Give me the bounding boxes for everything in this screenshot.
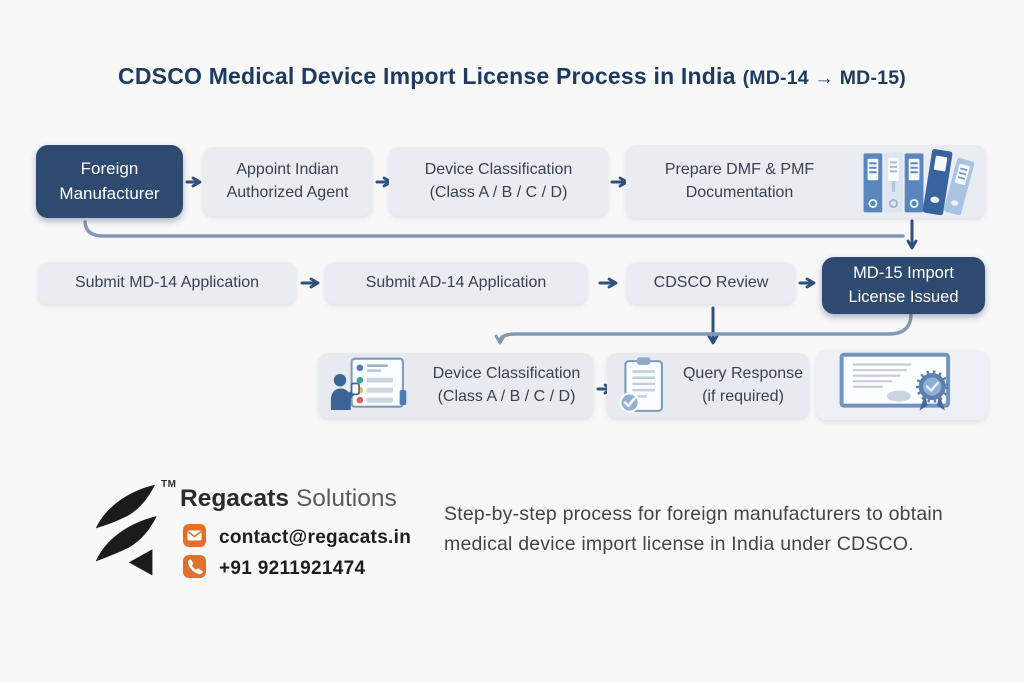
title-main: CDSCO Medical Device Import License Proc… xyxy=(118,63,736,89)
connector-row1-to-row2 xyxy=(83,220,905,238)
step-device-classification: Device Classification (Class A / B / C /… xyxy=(389,147,608,216)
description-line: Step-by-step process for foreign manufac… xyxy=(444,503,943,525)
contact-email: contact@regacats.in xyxy=(219,527,412,548)
envelope-icon xyxy=(183,524,206,552)
contact-email-row: contact@regacats.in xyxy=(183,524,411,552)
step-label: (if required) xyxy=(702,387,784,405)
step-label: Authorized Agent xyxy=(226,183,349,201)
flow-connectors xyxy=(83,176,918,395)
step-label-group: Device Classification (Class A / B / C /… xyxy=(420,363,593,408)
description-line: medical device import license in India u… xyxy=(444,533,914,555)
step-label: MD-15 Import xyxy=(853,264,954,283)
step-submit-ad14: Submit AD-14 Application xyxy=(325,262,587,304)
step-label: Prepare DMF & PMF xyxy=(664,160,815,178)
step-label: Foreign xyxy=(80,159,139,179)
step-cdsco-review: CDSCO Review xyxy=(627,262,795,304)
title-suffix: (MD-14 → MD-15) xyxy=(742,67,906,89)
page-title: CDSCO Medical Device Import License Proc… xyxy=(0,63,1024,90)
step-submit-md14: Submit MD-14 Application xyxy=(38,262,296,304)
process-description: Step-by-step process for foreign manufac… xyxy=(444,499,943,559)
contact-phone: +91 9211921474 xyxy=(219,558,366,579)
step-label: Device Classification xyxy=(424,160,573,178)
step-label-group: Query Response (if required) xyxy=(677,363,809,408)
binders-icon xyxy=(853,148,985,216)
step-label: (Class A / B / C / D) xyxy=(437,387,576,405)
connector-md15-to-row3 xyxy=(494,312,913,345)
step-label: Submit AD-14 Application xyxy=(365,273,547,291)
regacats-logo xyxy=(95,484,157,576)
phone-icon xyxy=(183,555,206,583)
step-label: Documentation xyxy=(685,183,794,201)
step-label: Manufacturer xyxy=(59,183,160,203)
step-label: CDSCO Review xyxy=(653,273,769,291)
certificate-award-icon xyxy=(824,350,980,420)
trademark-symbol: TM xyxy=(161,479,177,490)
brand-name-suffix: Solutions xyxy=(295,485,397,512)
step-label-group: Prepare DMF & PMF Documentation xyxy=(626,159,853,204)
step-appoint-agent: Appoint Indian Authorized Agent xyxy=(203,147,372,216)
step-label: Appoint Indian xyxy=(236,160,339,178)
step-foreign-manufacturer: Foreign Manufacturer xyxy=(36,145,183,218)
clipboard-check-icon xyxy=(607,356,677,415)
step-label: License Issued xyxy=(848,287,959,306)
step-certificate-illustration xyxy=(816,350,988,420)
step-device-classification-review: Device Classification (Class A / B / C /… xyxy=(318,353,593,418)
step-label: Query Response xyxy=(682,364,804,382)
step-prepare-dmf-pmf: Prepare DMF & PMF Documentation xyxy=(626,145,985,218)
brand-name-main: Regacats xyxy=(180,485,289,512)
step-label: Device Classification xyxy=(432,364,581,382)
contact-phone-row: +91 9211921474 xyxy=(183,555,365,583)
step-label: (Class A / B / C / D) xyxy=(429,183,568,201)
step-query-response: Query Response (if required) xyxy=(607,353,809,418)
step-label: Submit MD-14 Application xyxy=(74,273,260,291)
presenter-checklist-icon xyxy=(318,357,420,415)
step-md15-license-issued: MD-15 Import License Issued xyxy=(822,257,985,314)
